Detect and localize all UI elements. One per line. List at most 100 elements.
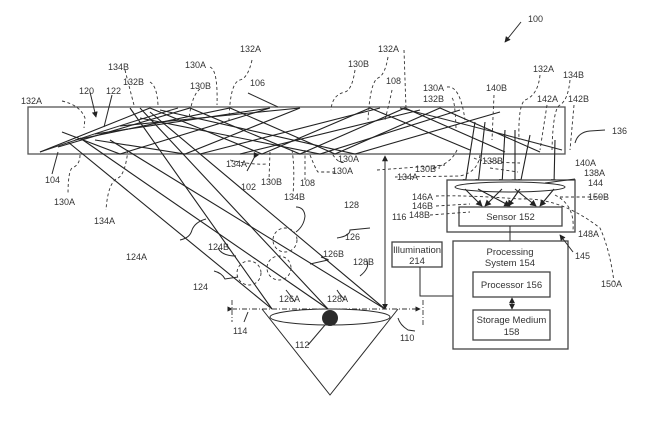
label-150A: 150A bbox=[601, 279, 622, 289]
ray-path bbox=[61, 107, 271, 155]
label-128A: 128A bbox=[327, 294, 348, 304]
label-132A: 132A bbox=[240, 44, 261, 54]
waveguide bbox=[27, 106, 566, 155]
label-130B: 130B bbox=[348, 59, 369, 69]
label-130A: 130A bbox=[332, 166, 353, 176]
ray-path bbox=[139, 109, 461, 155]
ray-124 bbox=[67, 141, 273, 310]
label-116: 116 bbox=[392, 212, 406, 222]
label-108: 108 bbox=[386, 76, 401, 86]
ray-128b bbox=[149, 111, 386, 310]
label-112: 112 bbox=[295, 340, 309, 350]
label-126A: 126A bbox=[279, 294, 300, 304]
label-130B: 130B bbox=[415, 164, 436, 174]
illumination-label: Illumination bbox=[393, 245, 441, 256]
ray-124b bbox=[129, 107, 273, 310]
label-134A: 134A bbox=[94, 216, 115, 226]
processor-box bbox=[472, 271, 551, 298]
label-138A: 138A bbox=[584, 168, 605, 178]
label-104: 104 bbox=[45, 175, 60, 185]
eye bbox=[227, 155, 424, 396]
label-110: 110 bbox=[400, 333, 414, 343]
label-132B: 132B bbox=[423, 94, 444, 104]
ray-path bbox=[57, 107, 506, 155]
label-106: 106 bbox=[250, 78, 265, 88]
processing-system: Processing System 154 Processor 156 Stor… bbox=[452, 226, 569, 350]
label-130B: 130B bbox=[190, 81, 211, 91]
ray-out bbox=[499, 129, 506, 186]
ray-128 bbox=[109, 139, 386, 310]
ray-path bbox=[159, 109, 501, 155]
label-132B: 132B bbox=[123, 77, 144, 87]
illumination-number: 214 bbox=[409, 256, 425, 267]
ray-group-126 bbox=[266, 255, 292, 281]
label-140A: 140A bbox=[575, 158, 596, 168]
reference-labels: 100 132A 134B 142A 142B 140B 130A 132B 1… bbox=[21, 14, 627, 350]
illumination-box bbox=[391, 241, 443, 268]
sensor-label: Sensor 152 bbox=[486, 212, 535, 223]
ray-group-128 bbox=[272, 227, 298, 253]
ray-126 bbox=[79, 137, 329, 310]
label-146A: 146A bbox=[412, 192, 433, 202]
processing-label: Processing bbox=[487, 247, 534, 258]
label-142B: 142B bbox=[568, 94, 589, 104]
label-132A: 132A bbox=[21, 96, 42, 106]
label-138B: 138B bbox=[482, 156, 503, 166]
ray-out bbox=[475, 121, 486, 186]
label-145: 145 bbox=[575, 251, 590, 261]
label-142A: 142A bbox=[537, 94, 558, 104]
processing-number: System 154 bbox=[485, 258, 535, 269]
ray-126b bbox=[139, 107, 329, 310]
processor-label: Processor 156 bbox=[481, 280, 542, 291]
waveguide-rays bbox=[39, 107, 541, 155]
label-134B: 134B bbox=[284, 192, 305, 202]
ray-path bbox=[74, 107, 541, 155]
solid-leaders bbox=[51, 21, 606, 346]
label-128: 128 bbox=[344, 200, 359, 210]
pupil bbox=[322, 310, 338, 326]
label-148A: 148A bbox=[578, 229, 599, 239]
label-100: 100 bbox=[528, 14, 543, 24]
ray-group-124 bbox=[236, 260, 262, 286]
storage-label: Storage Medium bbox=[477, 315, 547, 326]
label-122: 122 bbox=[106, 86, 121, 96]
sensor-module: Sensor 152 bbox=[446, 179, 576, 233]
label-134B: 134B bbox=[563, 70, 584, 80]
label-126B: 126B bbox=[323, 249, 344, 259]
lens-144 bbox=[454, 181, 566, 193]
label-140B: 140B bbox=[486, 83, 507, 93]
waveguide-body bbox=[27, 106, 566, 155]
label-124: 124 bbox=[193, 282, 208, 292]
leader-lines bbox=[61, 49, 615, 283]
ray-out bbox=[517, 134, 531, 186]
label-114: 114 bbox=[233, 326, 247, 336]
label-130A: 130A bbox=[185, 60, 206, 70]
label-134B: 134B bbox=[108, 62, 129, 72]
label-132A: 132A bbox=[378, 44, 399, 54]
label-130A: 130A bbox=[423, 83, 444, 93]
storage-number: 158 bbox=[504, 327, 520, 338]
eye-cone bbox=[261, 308, 399, 396]
label-124B: 124B bbox=[208, 242, 229, 252]
ray-path bbox=[94, 107, 301, 155]
ray-path bbox=[199, 107, 381, 155]
outcoupled-rays bbox=[462, 121, 558, 186]
label-130A: 130A bbox=[54, 197, 75, 207]
input-coupler-curve bbox=[39, 107, 179, 153]
ray-path bbox=[39, 107, 471, 155]
label-134A: 134A bbox=[226, 159, 247, 169]
label-148B: 148B bbox=[409, 210, 430, 220]
label-108: 108 bbox=[300, 178, 315, 188]
label-130B: 130B bbox=[261, 177, 282, 187]
label-124A: 124A bbox=[126, 252, 147, 262]
label-120: 120 bbox=[79, 86, 94, 96]
label-150B: 150B bbox=[588, 192, 609, 202]
label-132A: 132A bbox=[533, 64, 554, 74]
label-144: 144 bbox=[588, 178, 603, 188]
ray-out bbox=[550, 139, 558, 186]
label-136: 136 bbox=[612, 126, 627, 136]
label-126: 126 bbox=[345, 232, 360, 242]
ray-path bbox=[239, 109, 421, 155]
output-coupler-curve bbox=[399, 107, 563, 151]
